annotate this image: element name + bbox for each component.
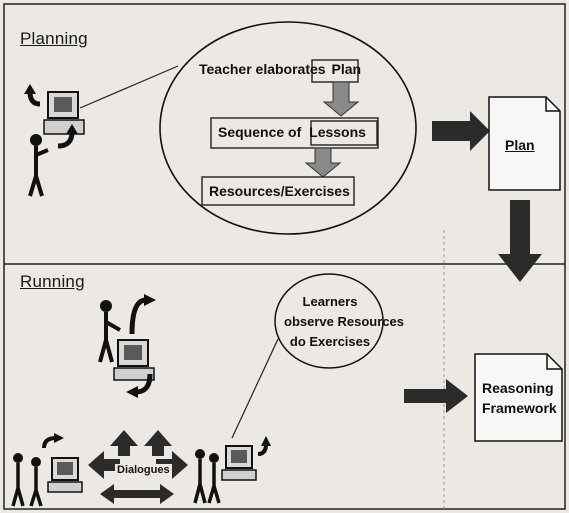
- resources-exercises-label: Resources/Exercises: [209, 183, 350, 199]
- plan-word: Plan: [331, 61, 362, 77]
- connector-line-learner: [231, 338, 279, 439]
- sequence-of-lessons-label: Sequence of Lessons: [218, 124, 366, 140]
- planning-ellipse: [159, 21, 417, 235]
- plan-document-label: Plan: [505, 137, 535, 153]
- lessons-box: [310, 120, 378, 146]
- learners-line-2: observe Resources: [284, 314, 404, 329]
- teacher-computer-icon: [24, 84, 85, 197]
- reasoning-framework-document: [474, 353, 563, 442]
- lessons-word: Lessons: [309, 124, 366, 140]
- learner-computer-icon-left: [11, 433, 83, 507]
- arrow-down-to-running: [498, 200, 542, 282]
- reasoning-framework-label: Reasoning Framework: [482, 378, 557, 418]
- learner-computer-icon-top: [98, 294, 156, 398]
- reasoning-line-1: Reasoning: [482, 380, 554, 396]
- connector-line: [79, 65, 179, 109]
- learners-ellipse-text: Learners observe Resources do Exercises: [284, 292, 404, 352]
- arrow-to-reasoning-framework: [404, 379, 468, 413]
- learner-computer-icon-right: [193, 436, 271, 504]
- inner-arrow-down-2: [304, 147, 342, 178]
- reasoning-line-2: Framework: [482, 400, 557, 416]
- plan-document: [488, 96, 561, 191]
- sequence-of-text: Sequence of: [218, 124, 306, 140]
- resources-box: [201, 176, 355, 206]
- sequence-box: [210, 117, 379, 149]
- inner-arrow-down-1: [322, 81, 360, 117]
- dialogues-arrows-icon: [88, 430, 188, 504]
- learners-ellipse: [274, 273, 384, 369]
- bleed-through-text: [150, 6, 154, 23]
- arrow-to-plan-document: [432, 111, 490, 151]
- teacher-elaborates-text: Teacher elaborates: [199, 61, 330, 77]
- section-label-planning: Planning: [20, 29, 88, 48]
- learners-line-1: Learners: [302, 294, 358, 309]
- teacher-elaborates-label: Teacher elaborates Plan: [199, 61, 361, 77]
- diagram-frame: [3, 3, 566, 510]
- section-label-running: Running: [20, 272, 85, 291]
- learners-line-3: do Exercises: [289, 334, 371, 349]
- dialogues-label: Dialogues: [115, 464, 172, 476]
